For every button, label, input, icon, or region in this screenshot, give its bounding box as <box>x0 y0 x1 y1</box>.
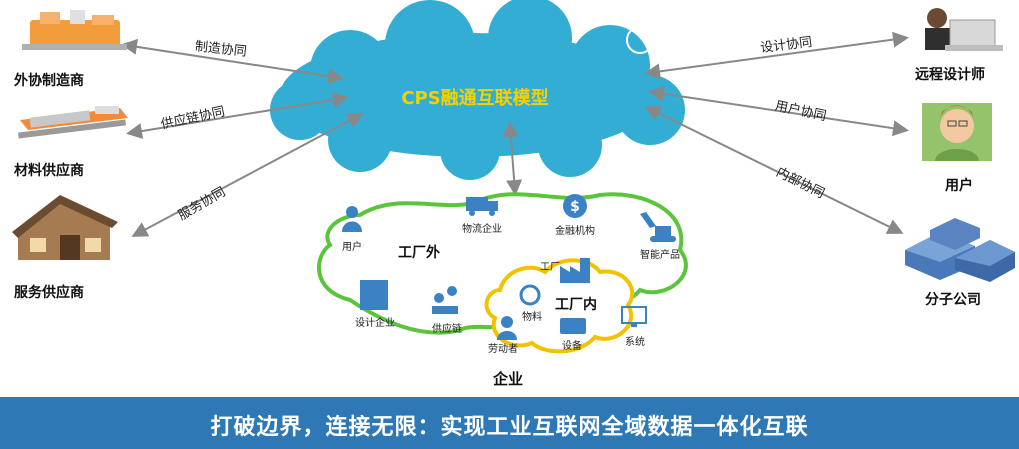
office-building-icon <box>360 280 388 310</box>
monitor-icon <box>621 306 647 327</box>
cloud-title: CPS融通互联模型 <box>401 88 549 109</box>
node-label-remote-designer: 远程设计师 <box>915 67 985 83</box>
node-label-subsidiary: 分子公司 <box>925 292 981 308</box>
designer-icon <box>925 8 1003 51</box>
inside-item-equipment: 设备 <box>562 341 582 352</box>
inside-item-system: 系统 <box>625 337 645 348</box>
material-gear-icon <box>519 284 541 306</box>
connector-manufacturing <box>121 38 344 85</box>
user-person-icon <box>342 206 362 232</box>
outside-item-user: 用户 <box>342 242 362 253</box>
diagram-canvas: $ <box>12 0 1015 354</box>
enterprise-label: 企业 <box>493 370 524 388</box>
factory-outside-label: 工厂外 <box>398 245 440 261</box>
connector-internal <box>644 106 904 234</box>
user-avatar-icon <box>922 103 992 161</box>
banner-text: 打破边界，连接无限：实现工业互联网全域数据一体化互联 <box>210 415 809 440</box>
supply-chain-icon <box>432 286 458 314</box>
conveyor-icon <box>18 106 128 139</box>
node-label-material-supplier: 材料供应商 <box>14 163 84 179</box>
node-label-outsourced-manufacturer: 外协制造商 <box>14 73 84 89</box>
worker-icon <box>497 316 517 340</box>
node-label-service-supplier: 服务供应商 <box>14 285 84 301</box>
outside-item-supply-chain: 供应链 <box>432 324 462 335</box>
inside-item-worker: 劳动者 <box>488 344 518 355</box>
factory-inside-loop <box>484 258 635 354</box>
outside-item-logistics: 物流企业 <box>462 224 502 235</box>
connector-design <box>644 31 909 80</box>
inside-item-material: 物料 <box>522 312 542 323</box>
house-icon <box>12 195 118 260</box>
cloud-bubble-medium <box>656 19 672 35</box>
svg-text:$: $ <box>570 199 580 215</box>
buildings-icon <box>905 218 1015 282</box>
node-label-user: 用户 <box>945 178 973 194</box>
factory-machine-icon <box>22 10 127 50</box>
equipment-icon <box>560 318 586 334</box>
truck-icon <box>466 197 498 216</box>
outside-item-finance: 金融机构 <box>555 226 595 237</box>
connector-enterprise <box>502 121 523 196</box>
bottom-banner: 打破边界，连接无限：实现工业互联网全域数据一体化互联 <box>0 397 1019 449</box>
connector-service <box>131 113 364 237</box>
cloud-bubble-small <box>675 13 685 23</box>
inside-item-factory: 工厂 <box>540 262 560 273</box>
excavator-icon <box>640 212 676 242</box>
dollar-coin-icon: $ <box>563 194 587 218</box>
outside-item-design-firm: 设计企业 <box>355 318 395 329</box>
outside-item-smart-product: 智能产品 <box>640 250 680 261</box>
factory-inside-label: 工厂内 <box>555 297 597 313</box>
factory-icon <box>560 258 590 283</box>
